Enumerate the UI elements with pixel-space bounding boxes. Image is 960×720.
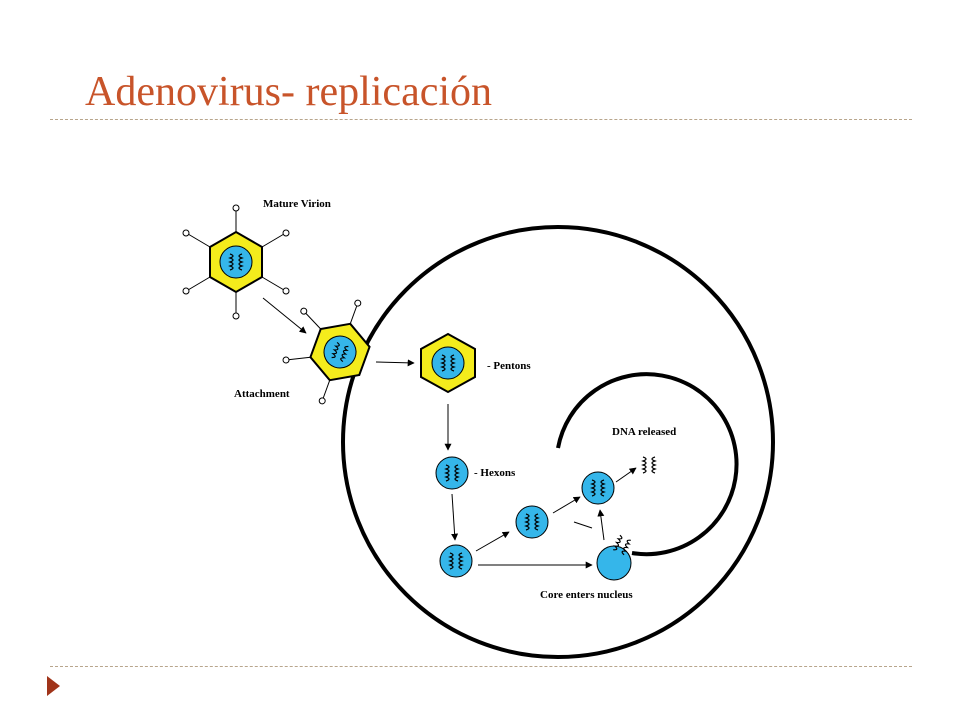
core-lower [439, 544, 473, 578]
nucleus-membrane [556, 372, 739, 557]
dna-released-label: DNA released [612, 426, 676, 438]
arrow-hexon-to-core [451, 493, 459, 541]
core-in-nucleus [581, 471, 615, 505]
hexons-label: - Hexons [474, 467, 516, 479]
bullet-arrow-icon [47, 676, 60, 696]
arrow-pore-to-nucleus-core [597, 509, 605, 541]
mature-virion [182, 204, 290, 320]
arrow-attachment-to-penton [375, 359, 415, 367]
arrow-middle-to-nucleus [552, 496, 581, 514]
core-hexons [435, 456, 469, 490]
arrow-virion-to-attachment [262, 297, 307, 334]
bottom-divider [50, 666, 912, 667]
arrow-dna-release [615, 467, 637, 483]
core-enters-nucleus-label: Core enters nucleus [540, 589, 633, 601]
slide-title: Adenovirus- replicación [85, 69, 493, 115]
mature-virion-label: Mature Virion [263, 198, 331, 210]
pentons-label: - Pentons [487, 360, 531, 372]
pathway-arrows [262, 297, 637, 569]
core-middle [515, 505, 549, 539]
cell-membrane [341, 225, 775, 659]
arrow-core-to-middle [475, 531, 510, 552]
attachment-label: Attachment [234, 388, 290, 400]
penton-virion [420, 332, 476, 394]
top-divider [50, 119, 912, 120]
released-dna [642, 456, 656, 474]
attaching-virion [282, 299, 371, 405]
